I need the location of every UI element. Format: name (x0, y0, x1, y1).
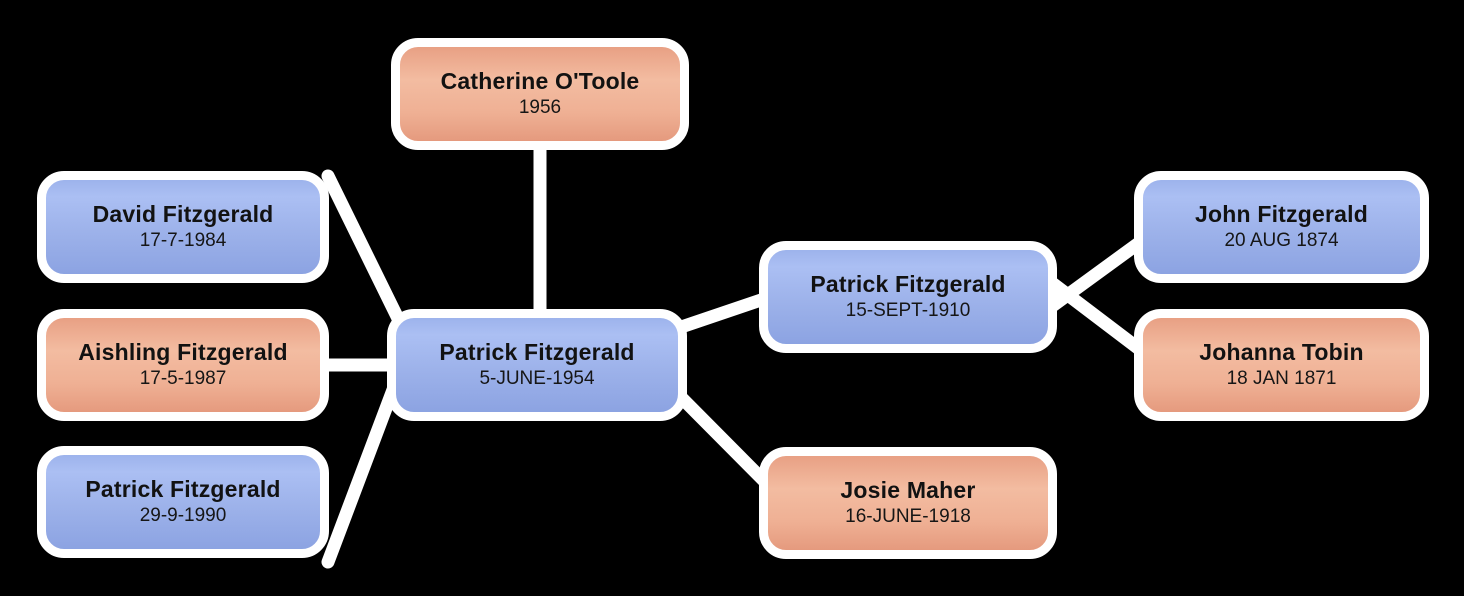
person-birthdate: 15-SEPT-1910 (845, 300, 971, 322)
person-birthdate: 18 JAN 1871 (1226, 368, 1337, 390)
person-birthdate: 17-5-1987 (139, 368, 227, 390)
person-name: John Fitzgerald (1195, 201, 1368, 228)
person-birthdate: 20 AUG 1874 (1224, 230, 1339, 252)
person-birthdate: 16-JUNE-1918 (845, 506, 971, 528)
person-name: Aishling Fitzgerald (78, 339, 288, 366)
person-name: Patrick Fitzgerald (810, 271, 1006, 298)
person-node-patrick-fitzgerald-1990[interactable]: Patrick Fitzgerald 29-9-1990 (37, 446, 329, 558)
person-name: Josie Maher (840, 477, 976, 504)
person-name: Catherine O'Toole (440, 68, 640, 95)
person-name: David Fitzgerald (92, 201, 274, 228)
person-birthdate: 17-7-1984 (139, 230, 227, 252)
person-node-david-fitzgerald[interactable]: David Fitzgerald 17-7-1984 (37, 171, 329, 283)
person-node-patrick-fitzgerald-1954[interactable]: Patrick Fitzgerald 5-JUNE-1954 (387, 309, 687, 421)
person-node-johanna-tobin[interactable]: Johanna Tobin 18 JAN 1871 (1134, 309, 1429, 421)
person-node-aishling-fitzgerald[interactable]: Aishling Fitzgerald 17-5-1987 (37, 309, 329, 421)
person-name: Patrick Fitzgerald (439, 339, 635, 366)
person-name: Johanna Tobin (1199, 339, 1364, 366)
person-node-patrick-fitzgerald-1910[interactable]: Patrick Fitzgerald 15-SEPT-1910 (759, 241, 1057, 353)
person-node-josie-maher[interactable]: Josie Maher 16-JUNE-1918 (759, 447, 1057, 559)
person-birthdate: 29-9-1990 (139, 505, 227, 527)
person-node-catherine-otoole[interactable]: Catherine O'Toole 1956 (391, 38, 689, 150)
person-name: Patrick Fitzgerald (85, 476, 281, 503)
person-node-john-fitzgerald[interactable]: John Fitzgerald 20 AUG 1874 (1134, 171, 1429, 283)
person-birthdate: 5-JUNE-1954 (479, 368, 595, 390)
person-birthdate: 1956 (518, 97, 562, 119)
